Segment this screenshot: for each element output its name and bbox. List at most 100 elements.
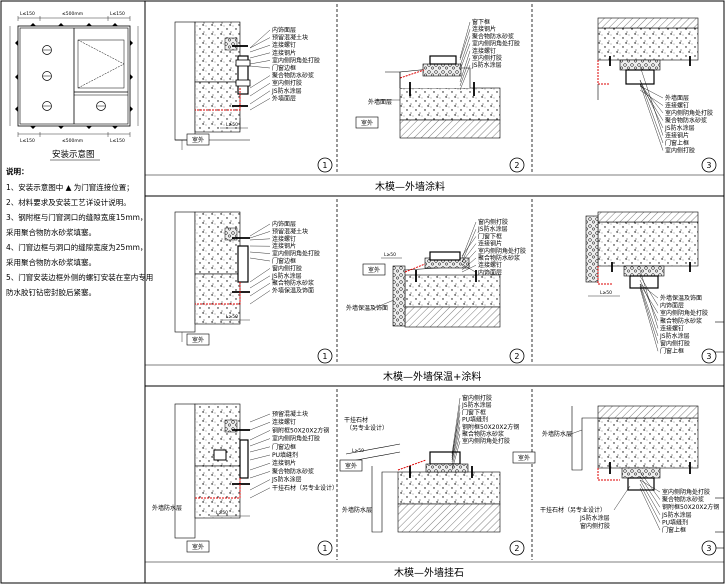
leader-line [249,83,271,97]
callout-label: JS防水涂层 [271,476,302,484]
callout-label: 聚合物防水砂浆 [272,467,314,475]
left-label-3-3-a: 干挂石材（另专业设计） [540,506,606,514]
leader-line [249,446,271,453]
leader-line [459,57,471,87]
callout-label: 聚合物防水砂浆 [472,32,514,40]
callout-label: 门窗下框 [478,232,502,240]
dim-bottom-left: L≤150 [20,138,35,144]
callout-label: 内饰面层 [478,268,502,276]
callout-label: 预留混凝土块 [272,227,308,235]
callout-label: 门窗上框 [662,526,686,534]
note-line-2: 2、材料要求及安装工艺详设计说明。 [6,197,131,207]
callout-label: 连接螺钉 [272,418,296,426]
callout-label: 连接螺钉 [665,102,689,110]
leader-line [249,268,271,283]
leader-line [249,90,271,105]
callout-label: 外墙保温及饰面 [660,294,702,302]
leader-line [639,269,659,329]
callout-label: 聚合物防水砂浆 [478,254,520,262]
leader-line [249,238,271,241]
callout-label: JS防水涂层 [271,87,302,95]
schematic-title: 安装示意图 [52,149,95,160]
dim-top-right: L≤150 [110,11,125,17]
detail-2-1-section: L≥50 [174,211,250,342]
callout-label: 窗内侧打胶 [660,340,690,348]
callout-label: JS防水涂层 [471,61,502,69]
dim-label-2-1: L≥50 [226,314,238,320]
leader-line [461,243,477,263]
callout-label: 门窗边框 [272,64,296,72]
note-line-6: 采用聚合物防水砂浆填塞。 [6,257,96,267]
callout-label: 室内侧阴角处打胶 [472,40,520,48]
callout-label: 窗下框 [472,18,490,26]
leader-line [451,397,461,455]
left-label-3-3-b: JS防水涂层 [579,514,610,522]
callout-label: 外墙面层 [665,94,689,102]
callout-label: PU填缝剂 [272,451,298,459]
left-label-3-2-line1: 干挂石材 [344,416,368,424]
room-label-1-2: 室外 [361,119,373,127]
leader-line [249,98,271,111]
detail-number-circle [509,348,525,364]
leader-line [249,422,271,431]
note-line-1: 1、安装示意图中 ▲ 为门窗连接位置； [6,182,134,192]
room-label-2-2: 室外 [368,266,380,274]
leader-line [461,250,477,267]
callout-label: 室内侧阴角处打胶 [660,309,708,317]
left-label-3-3-c: 窗内侧打胶 [580,522,610,530]
bottom-label-1-2: 外墙面层 [368,98,392,106]
callout-label: JS防水涂层 [659,332,690,340]
callout-label: 外墙面层 [272,94,296,102]
leader-line [639,471,661,500]
room-label-2-1: 室外 [192,336,204,344]
dim-label-1-1: L≥50 [226,122,238,128]
callout-label: 室内侧阴角处打胶 [478,247,526,255]
leader-line [249,45,271,53]
callout-label: 钢附框50X20X2方钢 [662,503,719,511]
detail-number-circle [317,540,333,556]
detail-number-circle [509,540,525,556]
detail-number-circle [509,157,525,173]
callout-label: JS防水涂层 [461,401,492,409]
left-top-label-3-3: 外墙防水层 [542,430,572,438]
leader-line [639,83,664,114]
callout-label: 窗内侧打胶 [478,218,508,226]
detail-3-1-section: L≥50 [174,403,250,539]
leader-line [459,43,471,71]
leader-line [639,287,659,352]
callout-label: 预留混凝土块 [272,34,308,42]
leader-line [639,79,664,129]
detail-number-circle [701,157,717,173]
room-label-3-3: 室外 [518,454,530,462]
callout-label: 钢附框50X20X2方钢 [272,426,329,434]
note-line-3: 3、钢附框与门窗洞口的缝隙宽度15mm， [6,212,147,222]
leader-line [249,60,271,65]
detail-number: 3 [706,161,711,170]
callout-label: 连接钢片 [665,132,689,140]
callout-label: 预留混凝土块 [272,410,308,418]
callout-label: 内饰面层 [660,302,684,310]
callout-label: 钢附框50X20X2方钢 [462,423,519,431]
callout-label: 干挂石材（另专业设计） [272,484,338,492]
dim-label-2-2: L≥50 [384,252,396,258]
callout-label: 室内侧打胶 [272,79,302,87]
detail-2-3-section: L≥50 [585,211,699,297]
detail-1-2-section [376,55,501,139]
detail-number: 3 [706,544,711,553]
callout-label: 聚合物防水砂浆 [462,430,504,438]
leader-line [249,479,271,491]
detail-number-circle [317,348,333,364]
leader-line [639,65,664,136]
detail-number: 2 [514,161,519,170]
room-label-3-1: 室外 [192,543,204,551]
leader-line [451,426,461,463]
dim-label-2-3: L≥50 [600,290,612,296]
leader-line [249,29,271,49]
leader-line [451,419,461,461]
callout-label: 外墙保温及饰面 [272,287,314,295]
room-label-1-1: 室外 [192,136,204,144]
detail-number: 1 [322,161,327,170]
callout-label: JS防水涂层 [271,272,302,280]
leader-line [459,36,471,67]
detail-1-1-section: L≥50 [174,21,251,150]
